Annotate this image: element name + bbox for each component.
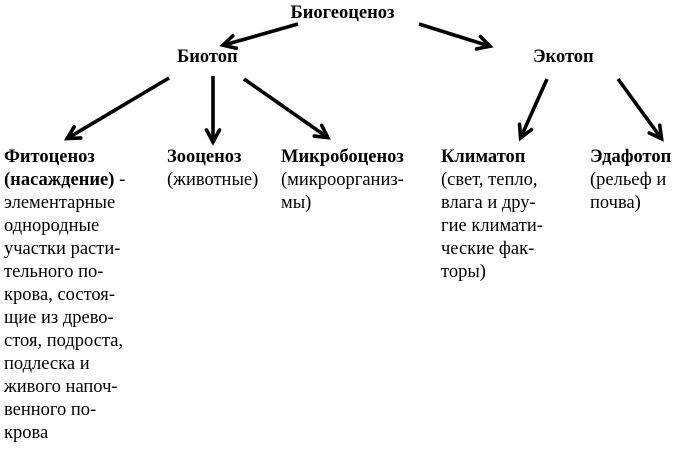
node-edafotop: Эдафотоп (рельеф и почва): [590, 146, 685, 215]
node-zoocenoz-title: Зооценоз: [167, 147, 242, 167]
node-ekotop-label: Экотоп: [533, 47, 594, 67]
node-klimatop: Климатоп (свет, тепло, влага и дру- гие …: [441, 146, 563, 284]
node-mikrobocenoz: Микробоценоз (микроорганиз- мы): [281, 146, 436, 215]
arrow-biotop-to-fitocenoz: [63, 76, 170, 141]
arrow-ekotop-to-klimatop: [517, 78, 549, 142]
node-zoocenoz-description: (животные): [167, 170, 259, 190]
node-fitocenoz: Фитоценоз (насаждение) - элементарные од…: [4, 146, 156, 445]
node-fitocenoz-subtitle: (насаждение) -: [4, 169, 156, 192]
node-fitocenoz-description: элементарные однородные участки расти- т…: [4, 193, 124, 443]
node-mikrobocenoz-description: (микроорганиз- мы): [281, 170, 404, 213]
node-fitocenoz-subtitle-bold: (насаждение): [4, 170, 115, 190]
node-biotop-label: Биотоп: [177, 47, 238, 67]
arrow-biotop-to-mikrobocenoz: [242, 77, 331, 140]
node-klimatop-description: (свет, тепло, влага и дру- гие климати- …: [441, 170, 543, 282]
node-biogeocenoz: Биогеоценоз: [0, 3, 685, 23]
arrow-biogeocenoz-to-biotop: [219, 22, 299, 51]
node-zoocenoz: Зооценоз (животные): [167, 146, 279, 192]
node-edafotop-description: (рельеф и почва): [590, 170, 667, 213]
node-biotop: Биотоп: [177, 47, 238, 67]
node-mikrobocenoz-title: Микробоценоз: [281, 147, 404, 167]
node-klimatop-title: Климатоп: [441, 147, 526, 167]
node-edafotop-title: Эдафотоп: [590, 147, 672, 167]
node-biogeocenoz-label: Биогеоценоз: [290, 3, 395, 23]
node-fitocenoz-subtitle-rest: -: [114, 170, 126, 190]
arrow-ekotop-to-edafotop: [616, 77, 664, 142]
node-fitocenoz-title: Фитоценоз: [4, 147, 95, 167]
arrow-biogeocenoz-to-ekotop: [418, 22, 494, 51]
node-ekotop: Экотоп: [533, 47, 594, 67]
